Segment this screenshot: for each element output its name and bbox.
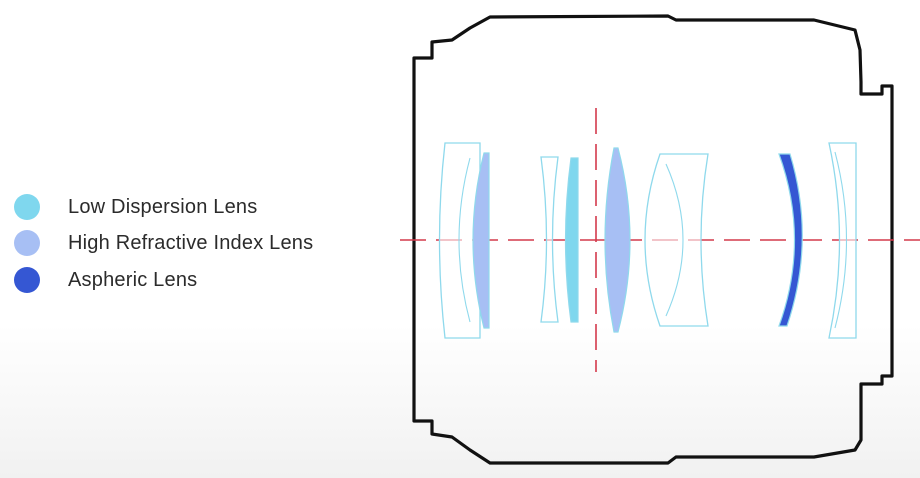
legend-item-high-refractive: High Refractive Index Lens (14, 228, 313, 258)
legend-item-low-dispersion: Low Dispersion Lens (14, 192, 257, 222)
legend-item-aspheric: Aspheric Lens (14, 265, 197, 295)
high-refractive-lens-central (604, 147, 631, 333)
legend-label: High Refractive Index Lens (68, 231, 314, 254)
aspheric-lens (778, 153, 803, 327)
lens-element-4-inner (834, 151, 848, 329)
aspheric-swatch (14, 267, 40, 293)
lens-element-2-outline (540, 156, 559, 323)
lens-element-4-outline (828, 142, 857, 339)
lens-barrel-outline (412, 14, 894, 465)
lens-element-1-inner (458, 157, 471, 323)
lens-element-3-outline (644, 153, 709, 327)
low-dispersion-lens-2 (564, 157, 579, 323)
lens-element-1-outline (438, 142, 481, 339)
lens-element-3-inner (665, 163, 684, 317)
high-refractive-swatch (14, 230, 40, 256)
legend-label: Aspheric Lens (68, 268, 198, 291)
high-refractive-lens-1 (472, 152, 490, 329)
low-dispersion-swatch (14, 194, 40, 220)
legend-label: Low Dispersion Lens (68, 195, 258, 218)
